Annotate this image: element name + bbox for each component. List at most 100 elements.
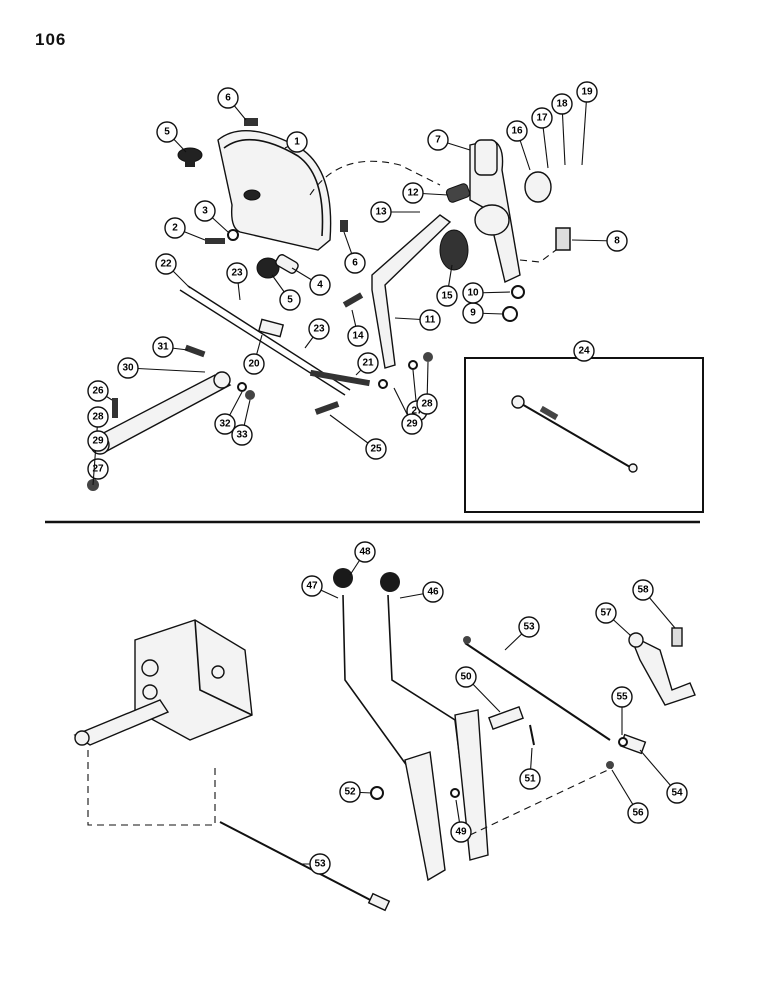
- callout-bottom-13: 58: [632, 579, 676, 629]
- callout-top-34: 30: [117, 357, 206, 379]
- callout-inset-24: 24: [573, 340, 595, 362]
- callout-number: 23: [231, 268, 243, 279]
- bolt-58: [671, 627, 683, 647]
- callout-balloon: [156, 121, 178, 143]
- callout-balloon: [309, 274, 331, 296]
- washer-29-right: [378, 379, 388, 389]
- callout-balloon: [519, 768, 541, 790]
- callout-number: 15: [441, 291, 453, 302]
- callout-balloon: [87, 406, 109, 428]
- callout-balloon: [455, 666, 477, 688]
- callout-number: 9: [470, 308, 476, 319]
- callout-number: 23: [313, 324, 325, 335]
- callout-balloon: [194, 200, 216, 222]
- callout-number: 7: [435, 135, 441, 146]
- callout-balloon: [301, 575, 323, 597]
- callout-number: 18: [556, 99, 568, 110]
- callout-balloon: [152, 336, 174, 358]
- bolt-25: [314, 401, 340, 415]
- callout-top-25: 23: [304, 318, 330, 349]
- callout-bottom-1: 47: [301, 575, 339, 599]
- bolt-2: [205, 238, 225, 244]
- nut-9: [502, 306, 518, 322]
- link-21: [309, 369, 371, 387]
- callout-balloon: [450, 821, 472, 843]
- disc-plate-16: [524, 171, 552, 203]
- callout-balloon: [354, 541, 376, 563]
- callout-number: 53: [523, 622, 535, 633]
- inset-rod-24: [511, 395, 638, 473]
- callout-number: 27: [92, 464, 104, 475]
- friction-disc: [439, 229, 469, 271]
- pin-50: [488, 705, 524, 731]
- callout-top-24: 23: [226, 262, 248, 301]
- callout-bottom-11: 56: [611, 769, 649, 824]
- lever-30: [88, 371, 232, 455]
- callout-number: 28: [421, 399, 433, 410]
- callout-balloon: [243, 353, 265, 375]
- knob-5-top: [177, 147, 203, 167]
- washer-10: [511, 285, 525, 299]
- callout-balloon: [401, 413, 423, 435]
- callout-balloon: [217, 87, 239, 109]
- callout-top-3: 4: [291, 267, 331, 296]
- callout-balloon: [286, 131, 308, 153]
- callout-top-8: 7: [427, 129, 471, 151]
- callout-balloon: [365, 438, 387, 460]
- callout-balloon: [419, 309, 441, 331]
- callout-number: 2: [172, 223, 178, 234]
- callout-balloon: [462, 282, 484, 304]
- nut-56: [606, 761, 614, 769]
- callout-number: 12: [407, 188, 419, 199]
- callout-balloon: [155, 253, 177, 275]
- callout-balloon: [595, 602, 617, 624]
- callout-top-32: 29: [393, 387, 423, 435]
- callout-number: 29: [406, 419, 418, 430]
- callout-balloon: [402, 182, 424, 204]
- callout-top-11: 10: [462, 282, 511, 304]
- callout-number: 52: [344, 787, 356, 798]
- nut-28-right: [423, 352, 433, 362]
- callout-balloon: [627, 802, 649, 824]
- callout-balloon: [576, 81, 598, 103]
- callout-balloon: [226, 262, 248, 284]
- callout-top-9: 8: [571, 230, 628, 252]
- callout-number: 11: [425, 315, 436, 326]
- callout-balloon: [416, 393, 438, 415]
- callout-balloon: [506, 120, 528, 142]
- connection-line-valve: [87, 750, 216, 826]
- rod-22-assembly: [179, 285, 351, 396]
- callout-top-10: 9: [462, 302, 504, 324]
- bolt-26: [112, 398, 118, 418]
- callout-bottom-3: 49: [450, 799, 472, 843]
- washer-27-right: [408, 360, 418, 370]
- clip-52: [370, 786, 384, 800]
- callout-bottom-7: 53: [504, 616, 540, 651]
- pin-51: [529, 724, 535, 746]
- callout-top-5: 5: [271, 274, 301, 311]
- callout-balloon: [357, 352, 379, 374]
- callout-number: 22: [160, 259, 172, 270]
- rod-53-bottom: [219, 821, 391, 912]
- callout-number: 27: [411, 406, 423, 417]
- callout-balloon: [666, 782, 688, 804]
- callout-top-1: 2: [164, 217, 206, 241]
- callout-top-0: 1: [284, 131, 308, 153]
- callout-number: 56: [632, 808, 644, 819]
- callout-number: 30: [122, 363, 134, 374]
- callout-top-13: 12: [402, 182, 449, 204]
- washer-3: [227, 229, 239, 241]
- callout-top-14: 13: [370, 201, 420, 223]
- callout-number: 3: [202, 206, 208, 217]
- callout-number: 17: [536, 113, 548, 124]
- callout-number: 21: [362, 358, 374, 369]
- callout-balloon: [279, 289, 301, 311]
- lever-46: [387, 594, 489, 861]
- callout-balloon: [344, 252, 366, 274]
- hydraulic-valve-housing: [73, 619, 253, 746]
- callout-balloon: [632, 579, 654, 601]
- callout-balloon: [531, 107, 553, 129]
- callout-balloon: [518, 616, 540, 638]
- bolt-8: [555, 227, 571, 251]
